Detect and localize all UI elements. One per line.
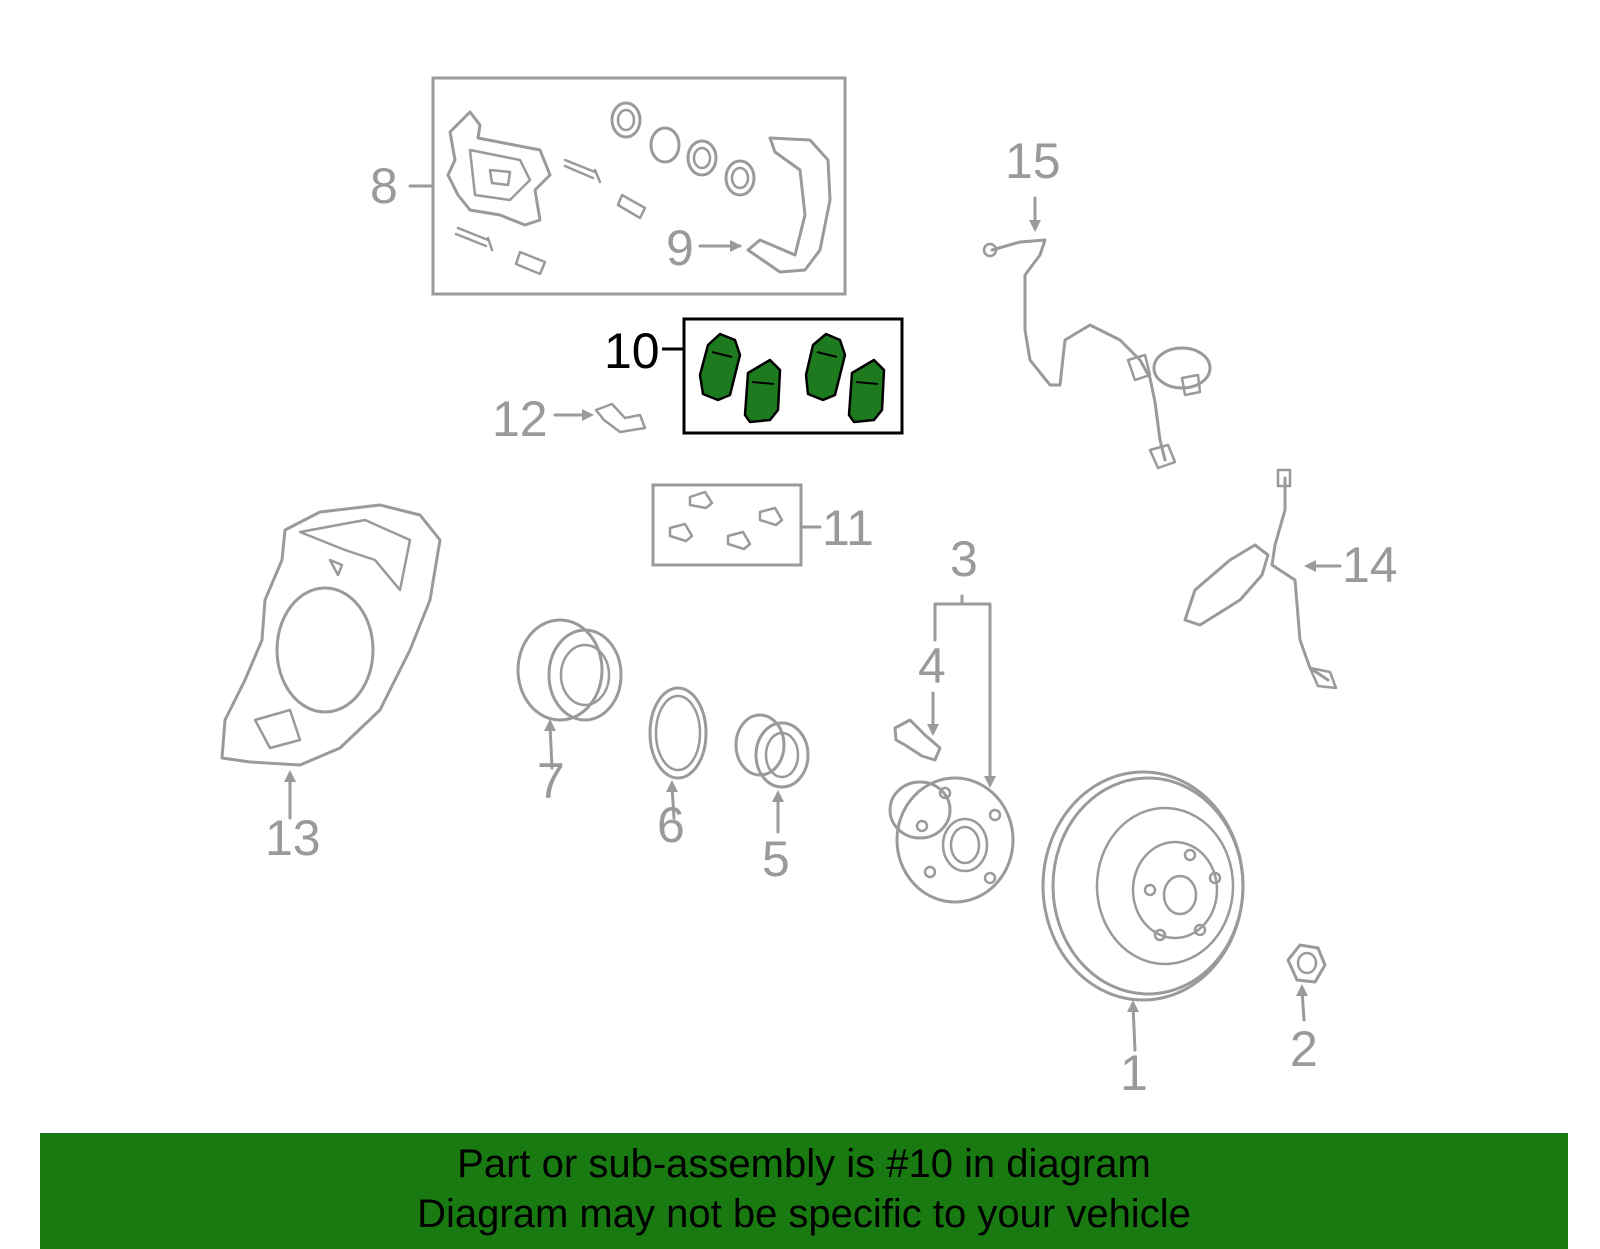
callout-3: 3 xyxy=(950,531,978,587)
callout-10: 10 xyxy=(604,323,660,379)
callout-1: 1 xyxy=(1120,1045,1148,1101)
abs-sensor-part-15[interactable] xyxy=(982,196,1212,470)
callout-12: 12 xyxy=(492,391,548,447)
banner-line-2: Diagram may not be specific to your vehi… xyxy=(417,1192,1191,1236)
callout-11: 11 xyxy=(822,500,874,556)
callout-9: 9 xyxy=(666,220,694,276)
abs-sensor-part-14[interactable] xyxy=(1183,468,1342,690)
hub-part-3[interactable] xyxy=(888,594,1015,904)
callout-14: 14 xyxy=(1342,537,1398,593)
nut-part-2[interactable] xyxy=(1286,943,1327,1022)
dust-shield-part-13[interactable] xyxy=(220,503,442,820)
callout-15: 15 xyxy=(1005,133,1061,189)
clip-kit-part-11[interactable] xyxy=(651,483,822,567)
seal-part-5[interactable] xyxy=(734,713,810,834)
hub-bolt-part-4[interactable] xyxy=(893,691,942,762)
banner-line-1: Part or sub-assembly is #10 in diagram xyxy=(457,1142,1151,1186)
callout-2: 2 xyxy=(1290,1021,1318,1077)
callout-13: 13 xyxy=(265,810,321,866)
clip-part-12[interactable] xyxy=(553,402,647,434)
rotor-part-1[interactable] xyxy=(1041,770,1245,1052)
info-banner: Part or sub-assembly is #10 in diagram D… xyxy=(40,1133,1568,1249)
callout-5: 5 xyxy=(762,831,790,887)
caliper-assembly-part-8[interactable] xyxy=(408,76,847,296)
callout-8: 8 xyxy=(370,158,398,214)
snap-ring-part-6[interactable] xyxy=(648,686,708,820)
callout-7: 7 xyxy=(537,753,565,809)
bearing-part-7[interactable] xyxy=(516,618,623,770)
leader-arrow-9 xyxy=(698,240,742,252)
callout-4: 4 xyxy=(918,638,946,694)
brake-pads-part-10[interactable] xyxy=(662,317,904,435)
callout-6: 6 xyxy=(657,797,685,853)
